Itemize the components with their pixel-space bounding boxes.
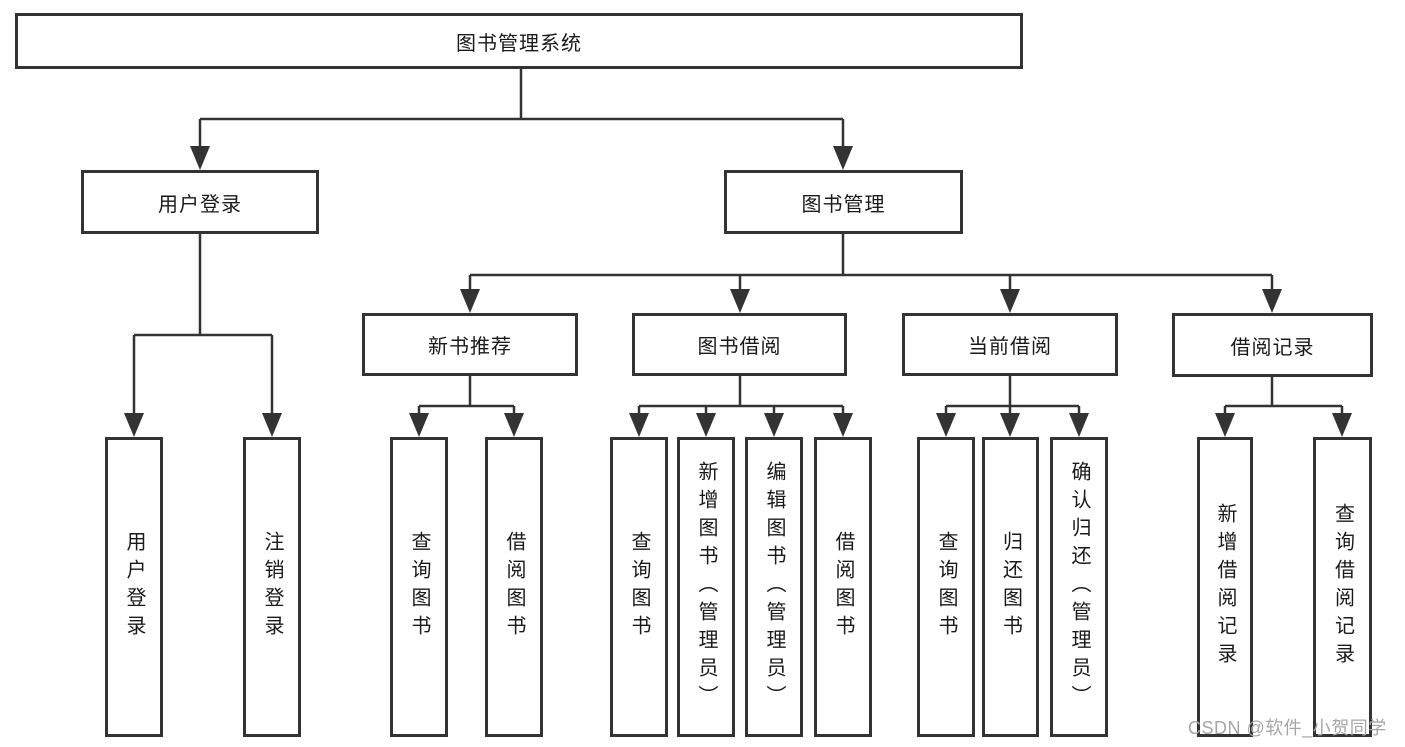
node-borrow-add-books-admin: 新增图书（管理员） [677, 437, 735, 737]
node-label: 借阅图书 [832, 531, 854, 643]
node-label: 确认归还（管理员） [1068, 461, 1090, 713]
node-leaf-user-login: 用户登录 [105, 437, 163, 737]
node-current-query-books: 查询图书 [917, 437, 975, 737]
watermark-text: CSDN @软件_小贺同学 [1188, 718, 1387, 738]
node-records-query-record: 查询借阅记录 [1313, 437, 1372, 737]
node-records-add-record: 新增借阅记录 [1197, 437, 1253, 737]
node-label: 新增图书（管理员） [695, 461, 717, 713]
node-recommend-borrow-books: 借阅图书 [485, 437, 543, 737]
node-label: 借阅图书 [503, 531, 525, 643]
node-current-return-books: 归还图书 [982, 437, 1039, 737]
node-borrowing-records: 借阅记录 [1172, 313, 1373, 377]
node-book-management: 图书管理 [724, 170, 963, 234]
arrowheads [124, 146, 1352, 437]
node-leaf-logout: 注销登录 [243, 437, 301, 737]
node-current-borrowing: 当前借阅 [902, 313, 1118, 376]
node-label: 用户登录 [123, 531, 145, 643]
node-label: 图书管理 [801, 193, 886, 216]
node-label: 图书借阅 [697, 336, 782, 358]
node-label: 图书管理系统 [456, 32, 582, 55]
node-label: 借阅记录 [1230, 336, 1315, 359]
node-label: 新增借阅记录 [1214, 503, 1236, 671]
node-label: 查询图书 [628, 531, 650, 643]
node-label: 查询图书 [408, 531, 430, 643]
node-label: 用户登录 [158, 193, 242, 216]
node-library-management-system: 图书管理系统 [15, 13, 1023, 69]
node-label: 当前借阅 [968, 336, 1052, 358]
node-recommend-query-books: 查询图书 [390, 437, 448, 737]
node-label: 查询借阅记录 [1331, 503, 1354, 671]
node-user-login: 用户登录 [81, 170, 319, 234]
node-label: 编辑图书（管理员） [763, 461, 785, 713]
node-label: 新书推荐 [428, 336, 512, 358]
node-current-confirm-return-admin: 确认归还（管理员） [1050, 437, 1108, 737]
node-book-borrowing: 图书借阅 [632, 313, 847, 376]
node-new-book-recommendation: 新书推荐 [362, 313, 578, 376]
node-borrow-edit-books-admin: 编辑图书（管理员） [745, 437, 803, 737]
node-label: 注销登录 [261, 531, 283, 643]
node-label: 归还图书 [999, 531, 1022, 643]
node-label: 查询图书 [935, 531, 957, 643]
node-borrow-borrow-books: 借阅图书 [814, 437, 872, 737]
node-borrow-query-books: 查询图书 [610, 437, 668, 737]
